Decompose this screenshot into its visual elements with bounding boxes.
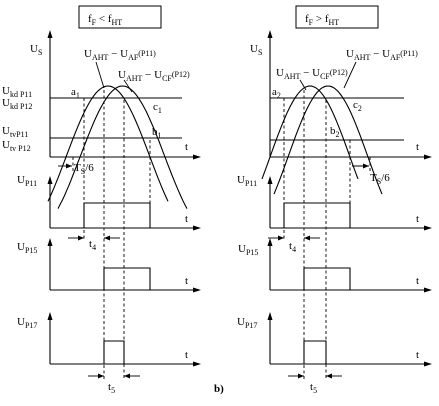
left-panel: fF < fHT US t UAHT − UAF(P11) UAHT − UCF… [17, 5, 201, 395]
t-label-right-4: t [416, 349, 419, 361]
ts-label-left: TS/6 [74, 162, 94, 176]
curve1-label-left: UAHT − UAF(P11) [84, 48, 156, 62]
t-axis-arrow-left-1 [193, 154, 201, 160]
ts-arrow-right [363, 163, 369, 169]
up17-label-left: UP17 [17, 316, 37, 330]
signal-p15-right [270, 267, 351, 291]
us-axis-arrow-right [267, 30, 273, 38]
t4-label-left: t4 [89, 238, 96, 252]
up17-arrow-left [47, 312, 53, 320]
signal-p11-right [270, 202, 351, 229]
t-axis-arrow-left-4 [193, 361, 201, 367]
utv-p12-label: Utv P12 [2, 139, 31, 153]
t-axis-arrow-left-2 [193, 225, 201, 231]
t-label-left-3: t [185, 275, 188, 287]
up15-label-left: UP15 [17, 241, 37, 255]
wave-p11-left [47, 85, 169, 202]
condition-text-left: fF < fHT [88, 13, 122, 27]
up11-label-left: UP11 [17, 174, 37, 188]
curve2-leader-right [343, 61, 357, 89]
us-label-right: US [250, 43, 262, 57]
signal-p15-left [50, 267, 151, 291]
t5-label-right: t5 [310, 381, 317, 395]
point-b-left: b1 [152, 126, 162, 140]
up11-label-right: UP11 [237, 174, 257, 188]
signal-p11-left [50, 202, 151, 229]
point-c-left: c1 [153, 101, 162, 115]
up11-arrow-left [47, 176, 53, 184]
point-a-right: a2 [272, 86, 281, 100]
t5-arrow2-right [326, 373, 332, 379]
t4-arrow1-left [78, 235, 84, 241]
condition-box-left [78, 5, 162, 29]
t-label-right-2: t [416, 213, 419, 225]
t-axis-arrow-right-3 [424, 287, 432, 293]
t5-arrow1-left [98, 373, 104, 379]
t-label-right-3: t [416, 275, 419, 287]
t4-arrow2-left [104, 235, 110, 241]
ukd-p12-label: Ukd P12 [2, 97, 32, 111]
us-axis-arrow-left [47, 30, 53, 38]
t4-label-right: t4 [289, 240, 296, 254]
t-axis-arrow-right-4 [424, 361, 432, 367]
point-a-left: a1 [71, 86, 80, 100]
threshold-labels: Ukd P11 Ukd P12 UtvP11 Utv P12 [2, 85, 32, 153]
wave-p11-right [273, 85, 383, 195]
curve1-leader-right [299, 79, 307, 91]
t-label-left-4: t [185, 349, 188, 361]
ts-label-right: TS/6 [370, 172, 390, 186]
t5-arrow2-left [124, 373, 130, 379]
curve1-label-right: UAHT − UCF(P12) [276, 67, 348, 81]
up11-arrow-right [267, 176, 273, 184]
t-axis-arrow-right-2 [424, 225, 432, 231]
t5-label-left: t5 [108, 381, 115, 395]
figure-caption: b) [214, 383, 224, 395]
right-panel: fF > fHT US t UAHT − UCF(P12) UAHT − UAF… [237, 5, 432, 395]
us-label-left: US [30, 43, 42, 57]
t-axis-arrow-right-1 [424, 154, 432, 160]
up15-label-right: UP15 [238, 243, 258, 257]
up15-arrow-left [47, 238, 53, 246]
point-c-right: c2 [353, 99, 362, 113]
curve2-label-right: UAHT − UAF(P11) [346, 48, 418, 62]
t-label-right-1: t [416, 141, 419, 153]
t-label-left-1: t [185, 141, 188, 153]
signal-p17-right [270, 340, 327, 365]
up17-arrow-right [267, 312, 273, 320]
point-b-right: b2 [330, 125, 340, 139]
utv-p11-label: UtvP11 [2, 125, 28, 139]
up15-arrow-right [267, 238, 273, 246]
ukd-p11-label: Ukd P11 [2, 85, 32, 99]
signal-p17-left [50, 340, 125, 365]
condition-box-right [295, 5, 379, 29]
curve2-leader-left [123, 79, 133, 93]
curve2-label-left: UAHT − UCF(P12) [118, 69, 190, 83]
wave-p12-right [261, 85, 359, 180]
t4-arrow2-right [304, 235, 310, 241]
t5-arrow1-right [298, 373, 304, 379]
wave-p12-left [57, 85, 188, 209]
ts-arrow-left [66, 163, 72, 169]
t-axis-arrow-left-3 [193, 287, 201, 293]
up17-label-right: UP17 [237, 316, 257, 330]
t-label-left-2: t [185, 213, 188, 225]
condition-text-right: fF > fHT [305, 13, 339, 27]
curve1-leader-left [95, 61, 105, 89]
t4-arrow1-right [278, 235, 284, 241]
